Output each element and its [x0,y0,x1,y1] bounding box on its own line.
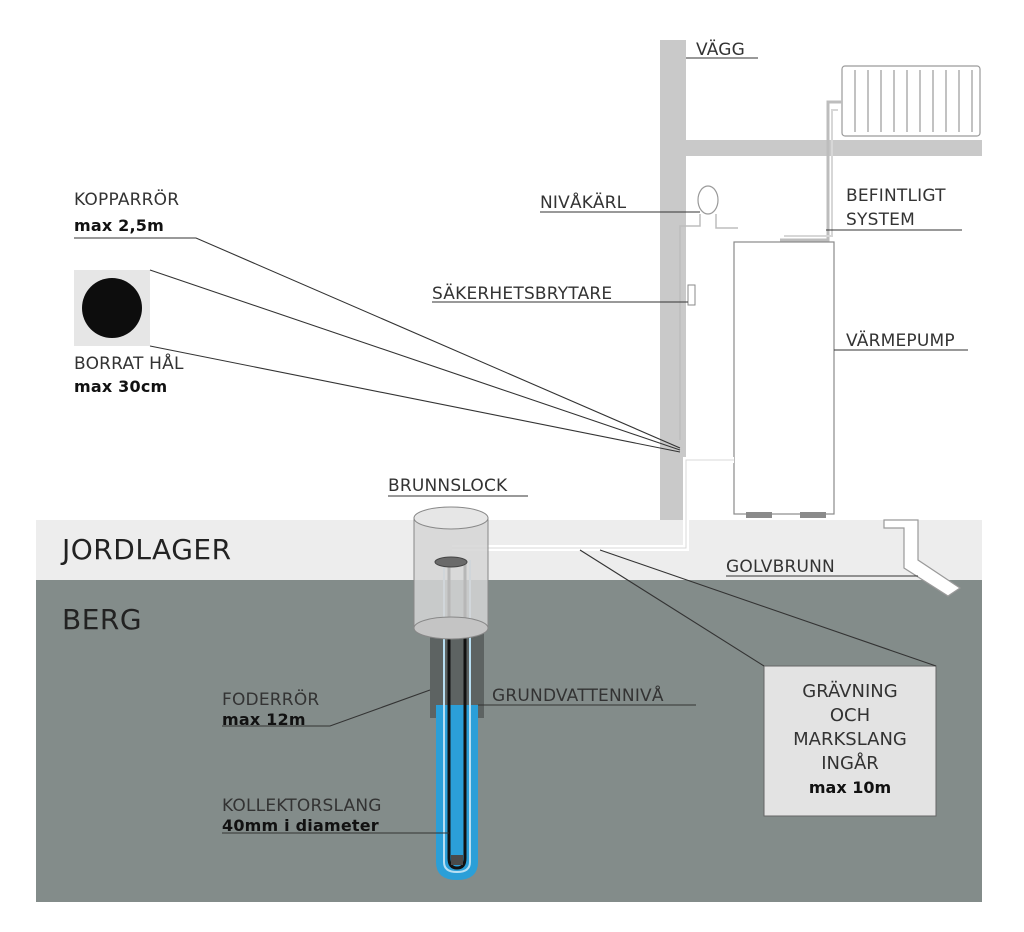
casing-pipe [430,628,484,718]
label-kollektorslang: KOLLEKTORSLANG [222,796,382,816]
info-box-line3: MARKSLANG [793,729,907,750]
label-golvbrunn: GOLVBRUNN [726,557,835,577]
radiator-pipe [780,100,842,242]
info-box-line2: OCH [829,705,871,726]
borehole-hole-icon [82,278,142,338]
label-kopparror-sub: max 2,5m [74,216,164,235]
label-berg: BERG [62,603,143,636]
floor-drain [883,519,962,597]
info-box-line4: INGÅR [821,753,879,774]
well-cover [413,506,489,640]
label-sakerhetsbrytare: SÄKERHETSBRYTARE [432,284,613,304]
label-foderror: FODERRÖR [222,690,320,710]
label-grundvattenniva: GRUNDVATTENNIVÅ [492,686,664,706]
label-foderror-sub: max 12m [222,710,306,729]
safety-switch [687,284,696,306]
info-box-sub: max 10m [808,778,892,797]
label-varmepump: VÄRMEPUMP [846,331,955,351]
borehole-water [436,705,478,880]
label-vagg: VÄGG [696,40,746,60]
heat-pump [733,241,835,515]
expansion-vessel [697,185,719,215]
collector-hose [447,560,467,870]
label-kollektorslang-sub: 40mm i diameter [222,816,379,835]
label-befintligt-system-line2: SYSTEM [846,210,915,230]
label-nivakarl: NIVÅKÄRL [540,193,627,213]
label-jordlager: JORDLAGER [62,533,232,566]
label-befintligt-system-line1: BEFINTLIGT [846,186,946,206]
info-box [763,665,937,817]
wall [660,40,686,520]
radiator [841,65,981,137]
ceiling [686,140,982,156]
label-brunnslock: BRUNNSLOCK [388,476,508,496]
label-borrat-hal: BORRAT HÅL [74,354,184,374]
label-kopparror: KOPPARRÖR [74,190,180,210]
info-box-text: GRÄVNING OCH MARKSLANG INGÅR max 10m [766,680,934,800]
leader-lines [74,57,968,834]
info-box-line1: GRÄVNING [802,681,898,702]
label-borrat-hal-sub: max 30cm [74,377,168,396]
